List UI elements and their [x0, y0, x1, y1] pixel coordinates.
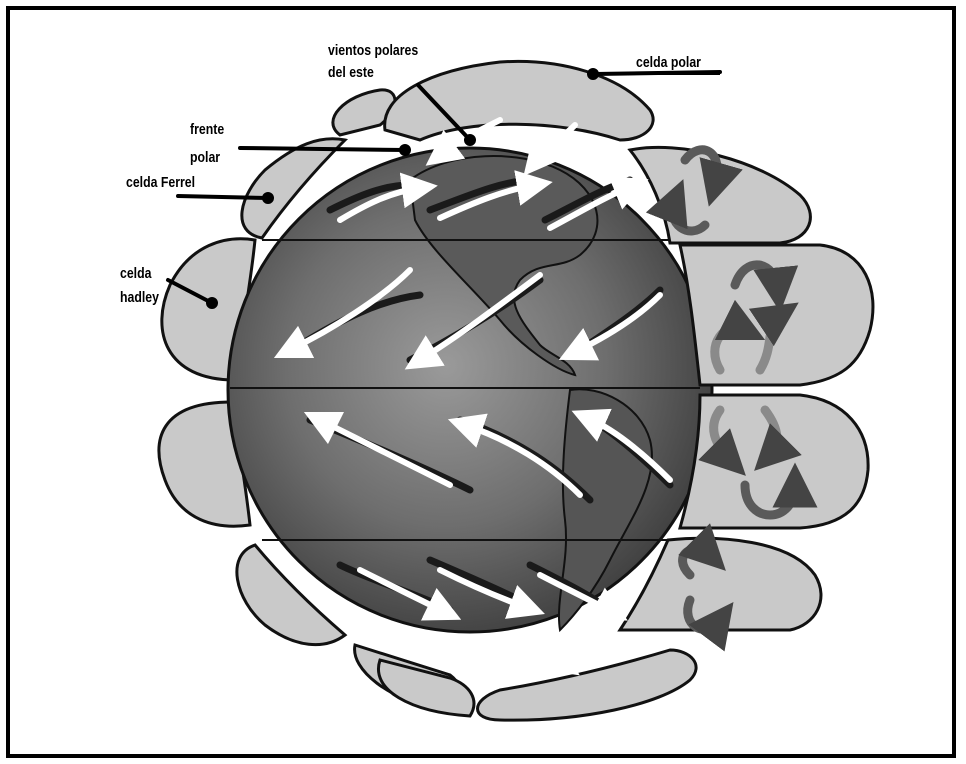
- ferrel-cell-leader: [178, 196, 268, 198]
- ferrel-cell-label: celda Ferrel: [126, 172, 195, 194]
- polar-cell-south-bottom: [478, 650, 697, 720]
- easterlies-label-text: vientos polares del este: [328, 40, 418, 84]
- polar-front-leader: [240, 148, 405, 150]
- wind-arrow-icon: [535, 125, 575, 162]
- polar-cell-label-text: celda polar: [636, 54, 701, 71]
- polar-cell-label: celda polar: [636, 52, 701, 74]
- wind-arrow-icon: [470, 640, 510, 665]
- hadley-cell-label: celda hadley: [120, 262, 159, 310]
- earth-globe: [228, 148, 712, 632]
- polar-front-label: frente polar: [190, 116, 224, 172]
- hadley-cell-south-right: [680, 395, 868, 528]
- wind-arrow-icon: [525, 640, 565, 665]
- polar-front-label-text: frente polar: [190, 116, 224, 172]
- hadley-cell-label-text: celda hadley: [120, 262, 159, 310]
- easterlies-label: vientos polares del este: [328, 40, 418, 84]
- ferrel-cell-label-text: celda Ferrel: [126, 174, 195, 191]
